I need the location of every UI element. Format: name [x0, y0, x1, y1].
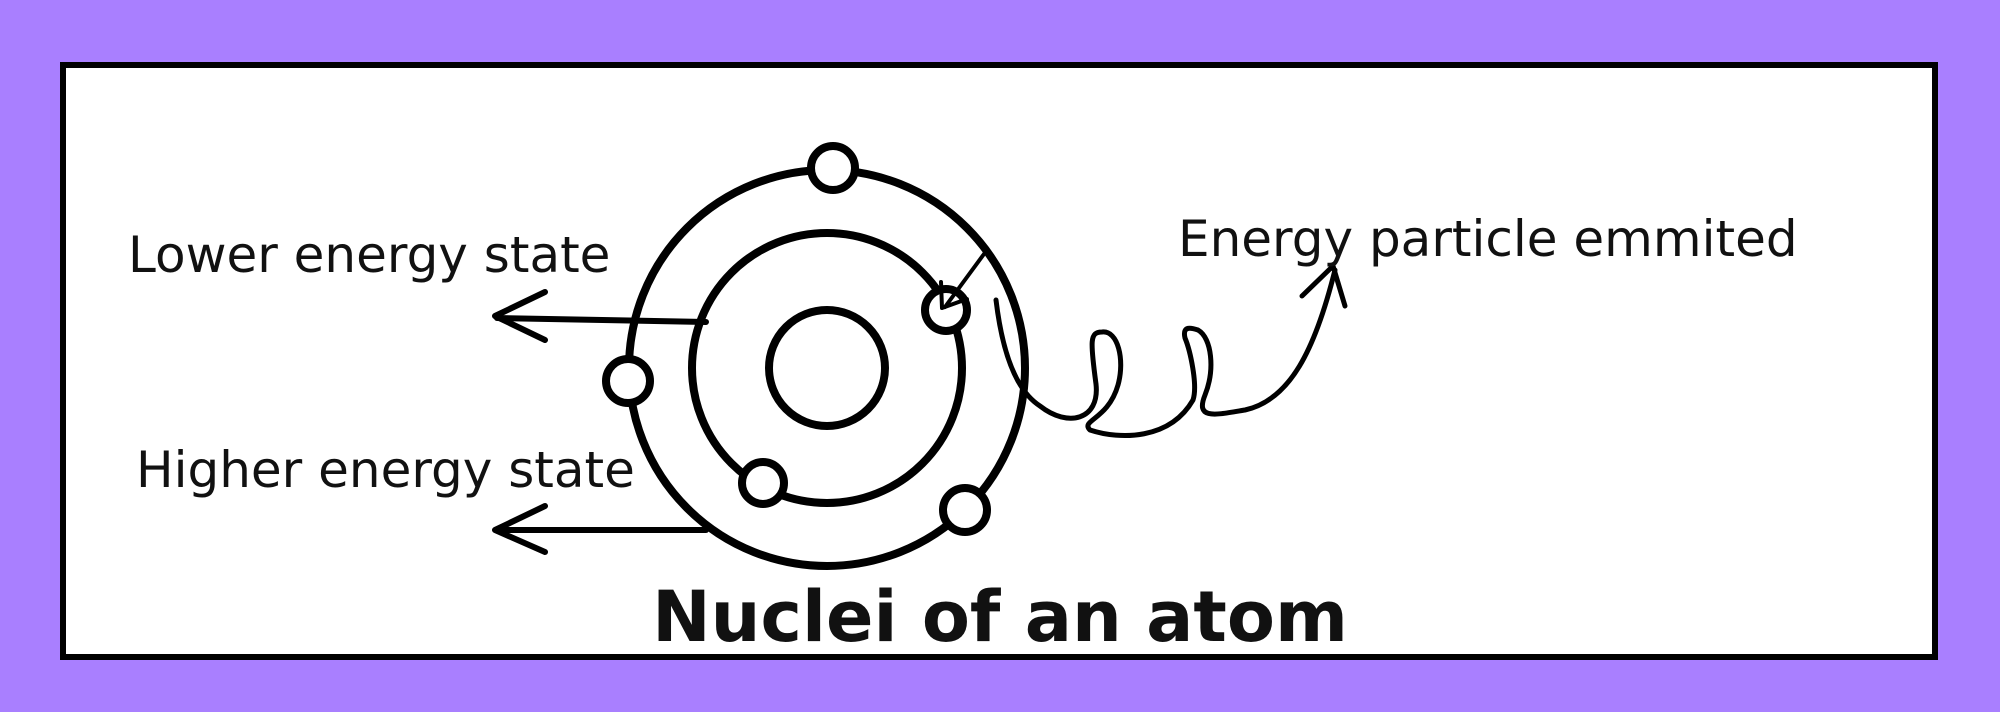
- nucleus: [765, 306, 889, 430]
- electron-inner-right: [921, 285, 971, 335]
- emission-wave: [993, 263, 1348, 439]
- inner-orbit: [688, 229, 966, 507]
- electron-outer-top: [807, 142, 859, 194]
- emitted-particle-label: Energy particle emmited: [1178, 210, 1798, 268]
- electron-inner-bottom-left: [738, 458, 788, 508]
- lower-energy-label: Lower energy state: [128, 226, 611, 284]
- diagram-title: Nuclei of an atom: [652, 576, 1348, 658]
- diagram-panel: [60, 62, 1938, 660]
- electron-outer-bottom-right: [939, 484, 991, 536]
- lower-state-pointer: [492, 289, 709, 343]
- transition-arrow: [939, 252, 986, 310]
- electron-outer-left: [602, 355, 654, 407]
- higher-state-pointer: [492, 503, 709, 555]
- higher-energy-label: Higher energy state: [136, 441, 635, 499]
